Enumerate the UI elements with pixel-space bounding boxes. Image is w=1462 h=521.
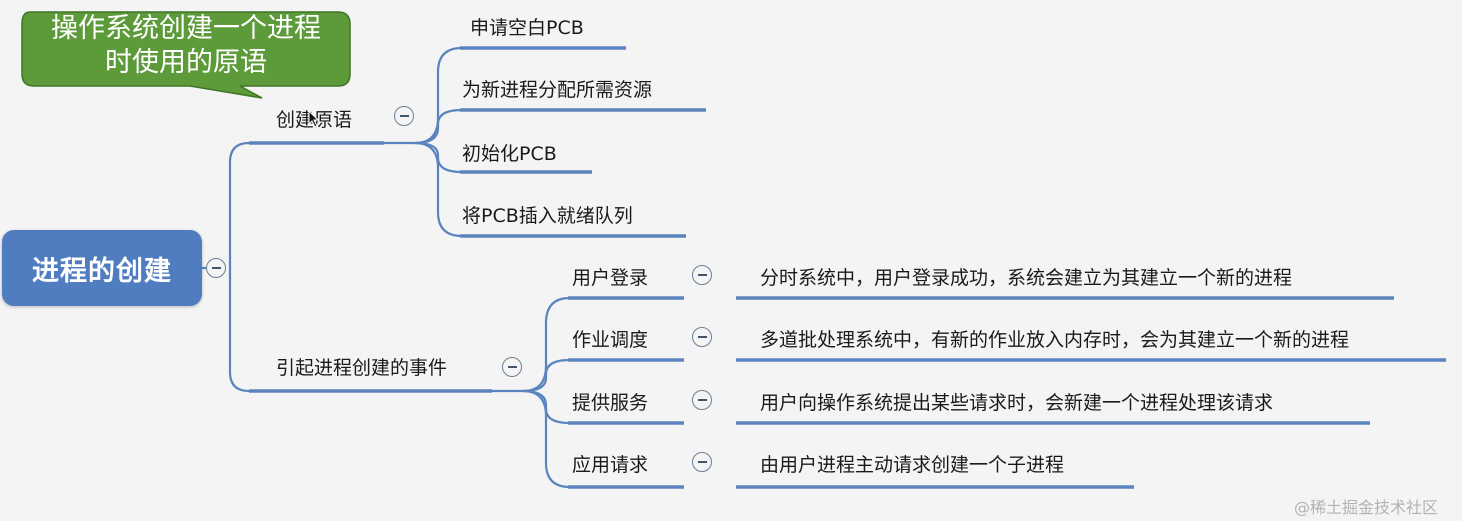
- user-login-collapse-icon[interactable]: [692, 265, 712, 285]
- callout-bubble: [21, 11, 351, 99]
- step-insert-ready-queue[interactable]: 将PCB插入就绪队列: [462, 205, 633, 227]
- root-label: 进程的创建: [32, 255, 172, 287]
- event-provide-service-detail[interactable]: 用户向操作系统提出某些请求时，会新建一个进程处理该请求: [760, 392, 1274, 414]
- step-allocate-resources[interactable]: 为新进程分配所需资源: [462, 79, 653, 101]
- callout-line-1: 操作系统创建一个进程: [51, 13, 321, 44]
- root-node[interactable]: 进程的创建: [2, 230, 202, 306]
- callout-line-2: 时使用的原语: [105, 47, 267, 78]
- step-request-pcb[interactable]: 申请空白PCB: [470, 17, 584, 39]
- app-request-collapse-icon[interactable]: [692, 452, 712, 472]
- provide-service-collapse-icon[interactable]: [692, 390, 712, 410]
- callout-text: 操作系统创建一个进程 时使用的原语: [22, 12, 350, 80]
- event-provide-service[interactable]: 提供服务: [572, 392, 649, 414]
- mouse-cursor-icon: [308, 110, 320, 128]
- event-user-login[interactable]: 用户登录: [572, 267, 649, 289]
- watermark: @稀土掘金技术社区: [1294, 498, 1439, 517]
- branch-creation-events[interactable]: 引起进程创建的事件: [276, 357, 448, 379]
- events-collapse-icon[interactable]: [502, 357, 522, 377]
- event-app-request[interactable]: 应用请求: [572, 454, 649, 476]
- event-job-scheduling-detail[interactable]: 多道批处理系统中，有新的作业放入内存时，会为其建立一个新的进程: [760, 329, 1350, 351]
- root-collapse-icon[interactable]: [206, 258, 226, 278]
- create-primitive-collapse-icon[interactable]: [394, 106, 414, 126]
- step-init-pcb[interactable]: 初始化PCB: [462, 143, 557, 165]
- event-user-login-detail[interactable]: 分时系统中，用户登录成功，系统会建立为其建立一个新的进程: [760, 267, 1293, 289]
- event-app-request-detail[interactable]: 由用户进程主动请求创建一个子进程: [760, 454, 1065, 476]
- event-job-scheduling[interactable]: 作业调度: [572, 329, 649, 351]
- job-scheduling-collapse-icon[interactable]: [692, 327, 712, 347]
